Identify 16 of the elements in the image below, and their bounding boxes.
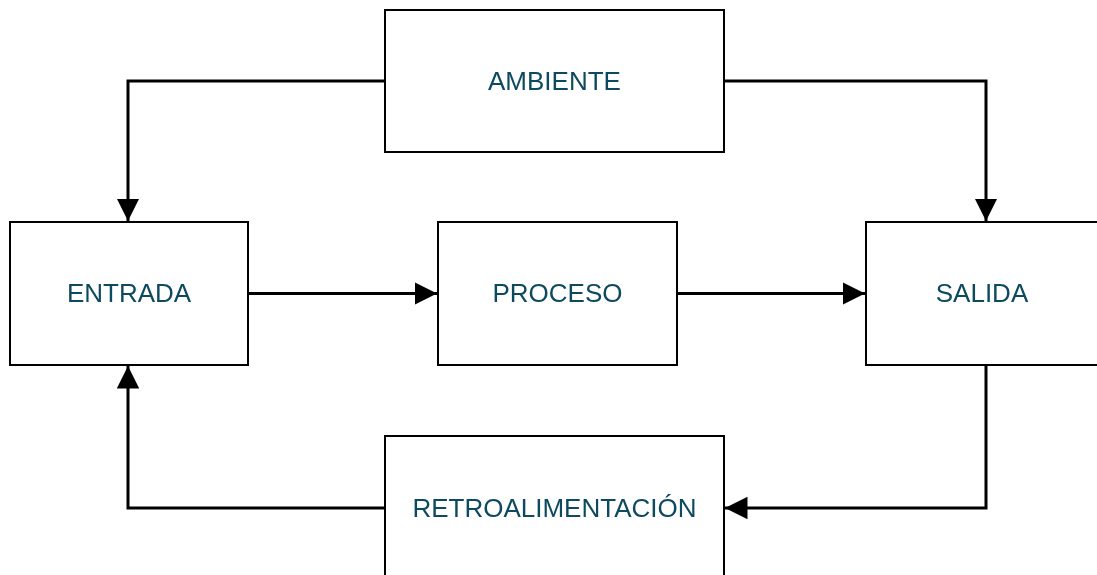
box-label: RETROALIMENTACIÓN — [412, 493, 697, 524]
arrow — [116, 366, 384, 510]
process-box — [9, 221, 249, 366]
box-label: ENTRADA — [66, 278, 192, 309]
box-label: PROCESO — [492, 278, 623, 309]
process-box — [865, 221, 1097, 366]
process-box — [384, 435, 725, 575]
process-box — [437, 221, 678, 366]
box-label: SALIDA — [935, 278, 1029, 309]
arrow — [249, 282, 437, 305]
box-label: AMBIENTE — [488, 65, 621, 97]
arrow — [725, 79, 998, 221]
process-box — [384, 9, 725, 153]
arrow — [678, 282, 865, 305]
arrow — [725, 366, 988, 520]
arrow — [116, 79, 384, 221]
